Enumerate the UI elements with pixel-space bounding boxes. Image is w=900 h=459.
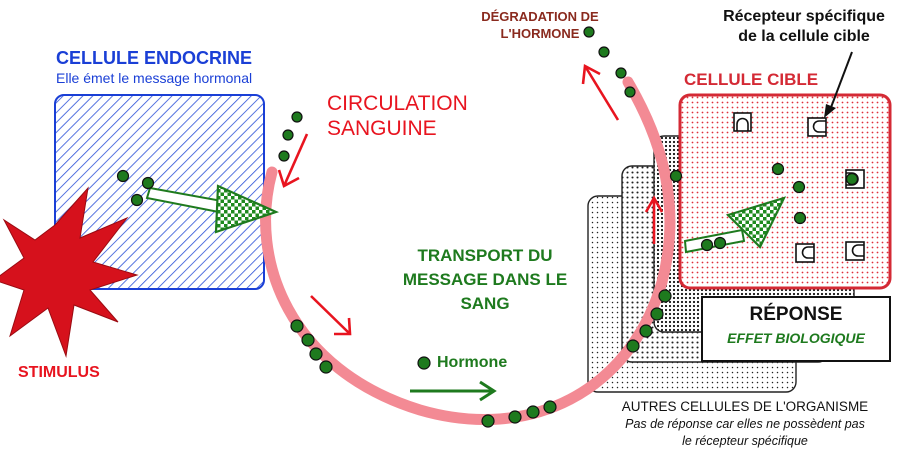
hormone-dot: [615, 67, 627, 79]
hormone-legend-dot: [417, 356, 431, 370]
hormone-dot: [290, 319, 304, 333]
receptor-icon: [845, 241, 865, 261]
hormone-dot: [650, 307, 664, 321]
target-cell-title: CELLULE CIBLE: [684, 70, 819, 89]
transport-label-line3: SANG: [460, 294, 510, 313]
response-title: RÉPONSE: [749, 304, 843, 325]
degradation-arrow: [581, 63, 620, 121]
hormone-dot: [845, 172, 859, 186]
flow-up-arrow: [644, 195, 664, 244]
hormone-dot: [624, 86, 636, 98]
receptor-icon: [733, 112, 752, 132]
hormone-dot: [116, 169, 130, 183]
hormone-legend-label: Hormone: [437, 354, 508, 371]
transport-arrow: [410, 380, 497, 402]
receptor-label-line1: Récepteur spécifique: [723, 8, 885, 25]
hormone-dot: [301, 333, 315, 347]
receptor-icon: [807, 117, 827, 137]
transport-label-line1: TRANSPORT DU: [417, 246, 553, 265]
blood-circulation-loop: [260, 76, 676, 426]
hormone-dot: [130, 193, 144, 207]
response-box: [701, 296, 891, 362]
other-cells-note-line1: Pas de réponse car elles ne possèdent pa…: [625, 417, 865, 431]
secretion-arrow: [145, 184, 280, 234]
hormone-dot: [543, 400, 557, 414]
hormone-dot: [291, 111, 303, 123]
other-cells-note-line2: le récepteur spécifique: [682, 434, 808, 448]
hormone-dot: [713, 236, 727, 250]
hormone-dot: [526, 405, 540, 419]
hormone-dot: [793, 211, 807, 225]
hormone-dot: [319, 360, 333, 374]
hormone-dot: [639, 324, 653, 338]
hormone-dot: [282, 129, 294, 141]
hormone-dot: [583, 26, 595, 38]
hormone-dot: [771, 162, 785, 176]
hormone-dot: [309, 347, 323, 361]
hormone-dot: [481, 414, 495, 428]
circulation-arrow: [277, 133, 309, 188]
flow-arrows: [277, 63, 664, 336]
transport-label-line2: MESSAGE DANS LE: [402, 270, 568, 289]
hormone-dot: [626, 339, 640, 353]
endocrine-cell-subtitle: Elle émet le message hormonal: [56, 70, 253, 86]
hormone-dot: [508, 410, 522, 424]
response-subtitle: EFFET BIOLOGIQUE: [727, 330, 865, 346]
stimulus-burst: [0, 186, 139, 358]
circulation-label-line1: CIRCULATION: [327, 92, 468, 115]
hormone-dot: [700, 238, 714, 252]
hormone-dot: [141, 176, 155, 190]
receptor-pointer: [829, 51, 853, 111]
receptor-pointer-head: [824, 104, 836, 118]
receptor-icon: [795, 243, 815, 263]
circulation-label-line2: SANGUINE: [327, 117, 437, 140]
receptor-label-line2: de la cellule cible: [738, 28, 870, 45]
stimulus-label: STIMULUS: [18, 364, 100, 381]
hormone-molecules: [116, 26, 859, 428]
hormone-dot: [278, 150, 290, 162]
hormone-dot: [598, 46, 610, 58]
other-cells-title: AUTRES CELLULES DE L'ORGANISME: [621, 399, 869, 414]
flow-down-arrow: [310, 295, 352, 336]
hormone-dot: [792, 180, 806, 194]
hormone-dot: [658, 289, 672, 303]
endocrine-cell-title: CELLULE ENDOCRINE: [56, 48, 253, 68]
degradation-label-line2: L'HORMONE: [500, 26, 580, 41]
hormone-dot: [669, 169, 683, 183]
degradation-label-line1: DÉGRADATION DE: [481, 9, 599, 24]
